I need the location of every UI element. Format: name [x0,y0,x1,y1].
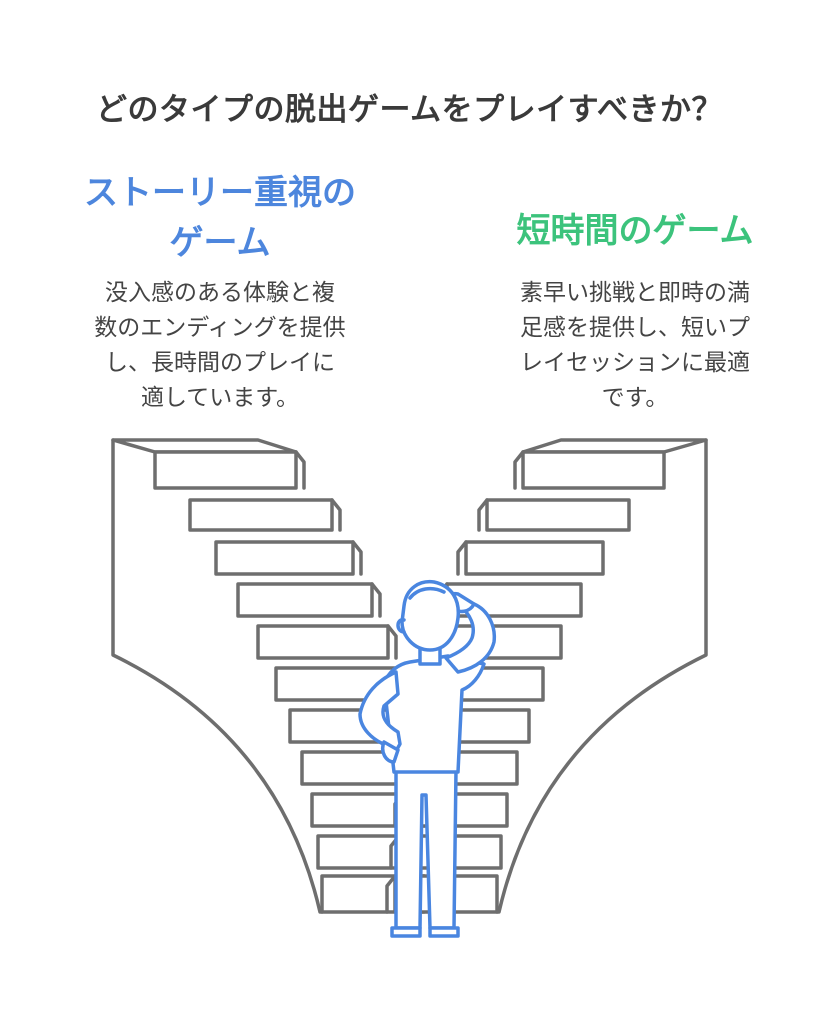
short-option-title: 短時間のゲーム [470,206,800,256]
stair-step-1 [521,450,666,490]
story-option-title: ストーリー重視の ゲーム [30,168,410,268]
person-head [400,579,461,652]
short-option-description: 素早い挑戦と即時の満 足感を提供し、短いプ レイセッションに最適 です。 [470,276,800,416]
person-ear [396,618,406,634]
short-option-title-line-1: 短時間のゲーム [516,211,754,251]
diagram-title: どのタイプの脱出ゲームをプレイすべきか？ [96,92,723,128]
staircase-top-ledge [111,438,298,454]
staircase-wall [495,438,708,914]
stair-step-2 [485,498,631,532]
stair-step-4 [236,582,374,618]
story-desc-line-1: 没入感のある体験と複 [105,280,335,306]
story-desc-line-4: 適しています。 [140,385,299,411]
stair-step-edge-4 [370,582,382,618]
stair-step-2 [188,498,334,532]
stair-step-edge-11 [385,874,397,914]
stair-step-edge-2 [330,498,342,532]
stair-step-edge-1 [294,450,306,490]
short-desc-line-2: 足感を提供し、短いプ [520,315,750,341]
story-desc-line-2: 数のエンディングを提供 [94,315,346,341]
staircase-wall [111,438,324,914]
short-desc-line-3: レイセッションに最適 [520,350,750,376]
stair-step-3 [464,540,605,576]
stair-step-edge-1 [513,450,525,490]
stair-step-5 [256,624,390,660]
staircase-top-ledge [521,438,708,454]
short-desc-line-4: です。 [601,385,669,411]
thinking-person-icon [358,579,497,938]
person-left-hand [381,740,400,764]
person-left-shoe [390,926,422,938]
left-staircase-icon [111,438,434,914]
stair-step-edge-3 [456,540,468,576]
person-left-arm [358,670,402,760]
stair-step-edge-5 [386,624,398,660]
story-option-title-line-1: ストーリー重視の [84,173,356,213]
stair-step-1 [153,450,298,490]
story-option-description: 没入感のある体験と複 数のエンディングを提供 し、長時間のプレイに 適しています… [40,276,400,416]
person-right-shoe [428,926,460,938]
stair-step-edge-2 [477,498,489,532]
person-torso [382,654,486,774]
stair-step-3 [214,540,355,576]
stair-step-edge-3 [351,540,363,576]
short-desc-line-1: 素早い挑戦と即時の満 [520,280,750,306]
story-option-title-line-2: ゲーム [169,223,271,263]
person-hair [408,586,446,600]
story-desc-line-3: し、長時間のプレイに [105,350,335,376]
